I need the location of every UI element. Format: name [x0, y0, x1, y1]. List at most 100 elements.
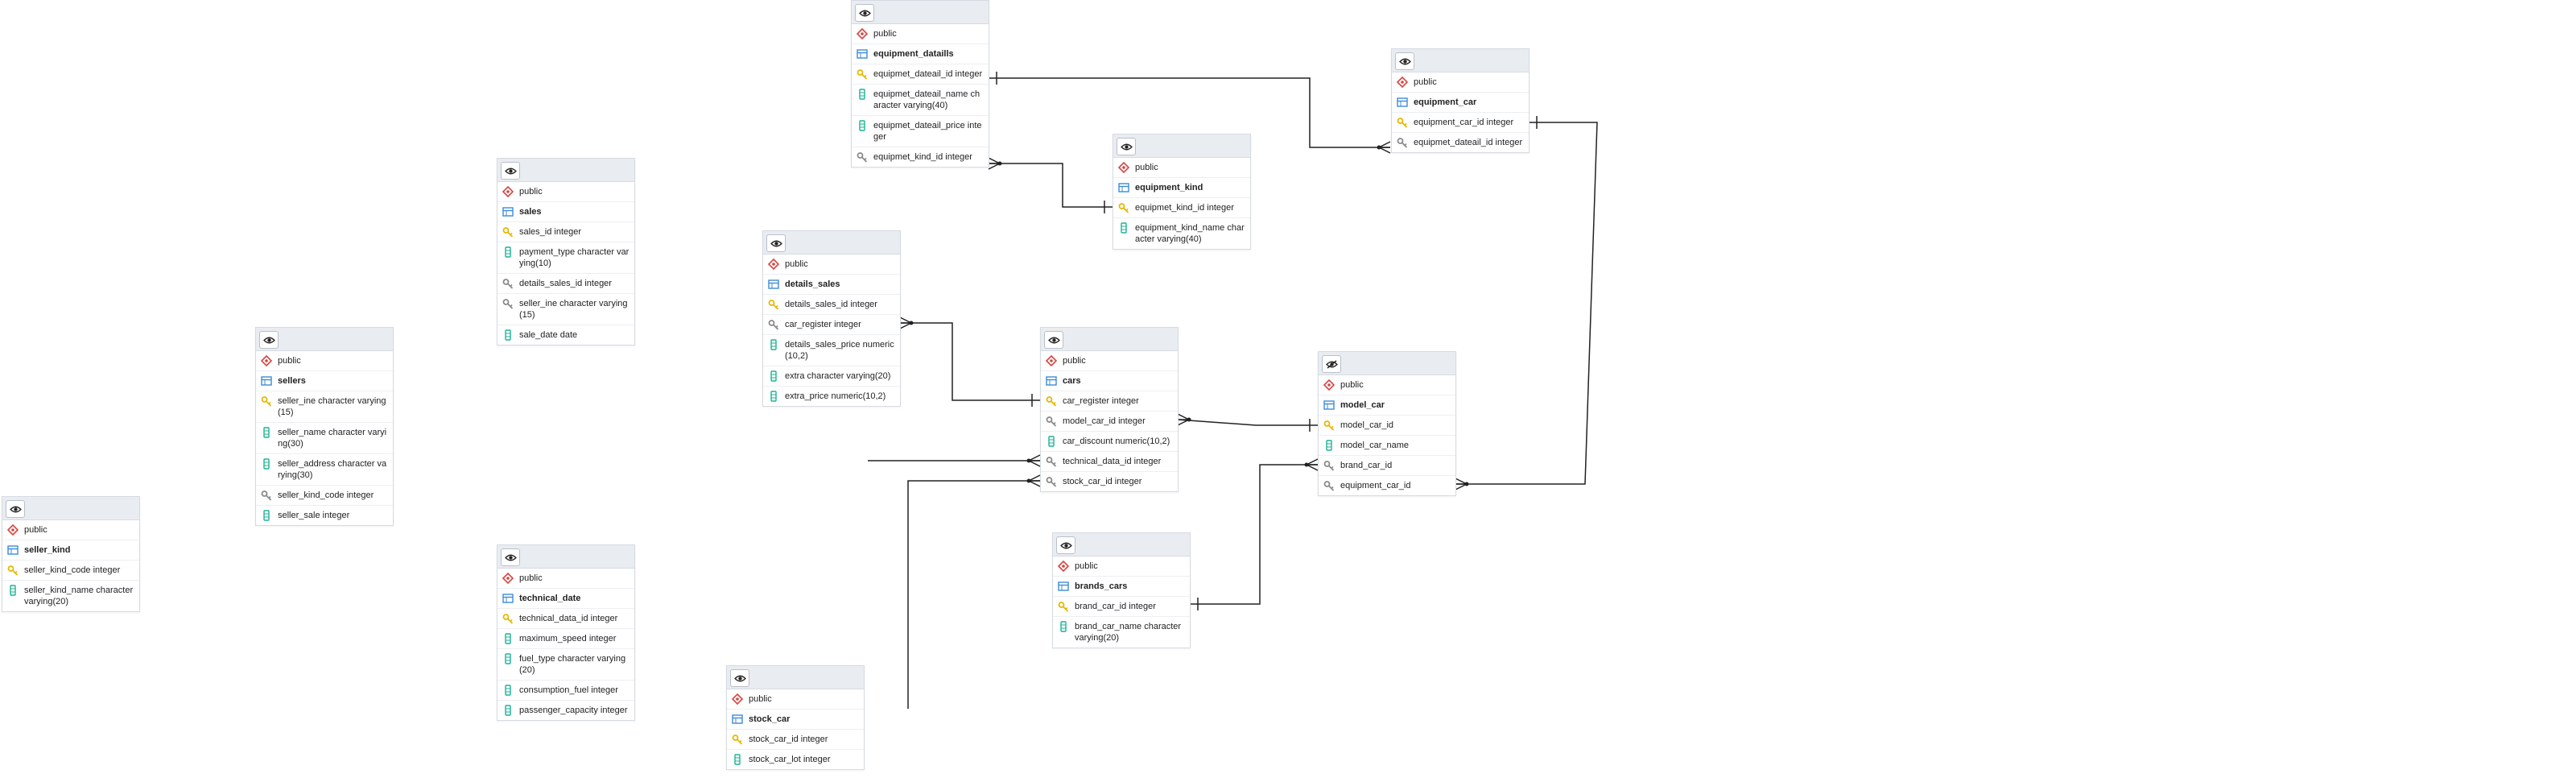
- column-name: seller_kind_code integer: [24, 565, 121, 575]
- table-name: details_sales: [785, 279, 840, 289]
- column-row[interactable]: model_car_id integer: [1041, 412, 1178, 432]
- column-row[interactable]: details_sales_id integer: [763, 295, 900, 315]
- column-row[interactable]: technical_data_id integer: [1041, 452, 1178, 472]
- foreign-key-icon: [1046, 456, 1057, 467]
- table-header: [1319, 352, 1455, 375]
- column-row[interactable]: seller_name character varying(30): [256, 423, 393, 454]
- table-name: cars: [1063, 376, 1081, 386]
- eye-icon[interactable]: [1044, 331, 1063, 349]
- column-row[interactable]: car_discount numeric(10,2): [1041, 432, 1178, 452]
- column-row[interactable]: car_register integer: [1041, 391, 1178, 412]
- table-sellers[interactable]: public sellers seller_ine character vary…: [255, 327, 394, 526]
- table-seller-kind[interactable]: public seller_kind seller_kind_code inte…: [2, 496, 140, 612]
- column-row[interactable]: maximum_speed integer: [497, 629, 634, 649]
- many-marker: [988, 157, 1002, 170]
- eye-icon[interactable]: [1117, 138, 1136, 155]
- eye-icon[interactable]: [6, 500, 25, 518]
- column-row[interactable]: stock_car_id integer: [727, 730, 864, 750]
- primary-key-icon: [502, 226, 514, 238]
- column-row[interactable]: equipment_kind_name character varying(40…: [1113, 218, 1250, 249]
- schema-row: public: [1319, 375, 1455, 395]
- column-row[interactable]: consumption_fuel integer: [497, 681, 634, 701]
- column-row[interactable]: details_sales_price numeric(10,2): [763, 335, 900, 366]
- column-row[interactable]: equipmet_dateail_name character varying(…: [852, 85, 989, 116]
- schema-row: public: [727, 689, 864, 710]
- column-row[interactable]: sale_date date: [497, 325, 634, 345]
- many-marker: [1177, 413, 1191, 426]
- column-row[interactable]: passenger_capacity integer: [497, 701, 634, 720]
- table-details-sales[interactable]: public details_sales details_sales_id in…: [762, 230, 901, 407]
- column-row[interactable]: seller_sale integer: [256, 506, 393, 525]
- primary-key-icon: [1118, 202, 1129, 213]
- column-row[interactable]: model_car_id: [1319, 416, 1455, 436]
- column-row[interactable]: equipmet_dateail_id integer: [1392, 133, 1529, 152]
- eye-icon[interactable]: [1056, 536, 1075, 554]
- column-icon: [768, 339, 779, 350]
- column-row[interactable]: details_sales_id integer: [497, 274, 634, 294]
- table-model-car[interactable]: public model_car model_car_id model_car_n…: [1318, 351, 1456, 496]
- table-name-row: details_sales: [763, 275, 900, 295]
- column-row[interactable]: extra character varying(20): [763, 366, 900, 387]
- eye-icon[interactable]: [259, 331, 279, 349]
- column-row[interactable]: equipment_car_id: [1319, 476, 1455, 495]
- column-row[interactable]: equipmet_dateail_price integer: [852, 116, 989, 147]
- table-equipment-kind[interactable]: public equipment_kind equipmet_kind_id i…: [1113, 134, 1251, 250]
- table-name: equipment_kind: [1135, 183, 1203, 192]
- many-marker: [899, 317, 914, 329]
- column-row[interactable]: payment_type character varying(10): [497, 242, 634, 274]
- table-technical-date[interactable]: public technical_date technical_data_id …: [497, 544, 635, 721]
- column-row[interactable]: model_car_name: [1319, 436, 1455, 456]
- table-equipment-car[interactable]: public equipment_car equipment_car_id in…: [1391, 48, 1530, 153]
- column-row[interactable]: brand_car_id integer: [1053, 597, 1190, 617]
- column-name: details_sales_id integer: [785, 300, 877, 309]
- column-row[interactable]: seller_kind_name character varying(20): [2, 581, 139, 611]
- column-row[interactable]: seller_kind_code integer: [256, 486, 393, 506]
- schema-icon: [1118, 162, 1129, 173]
- column-icon: [1046, 436, 1057, 447]
- column-row[interactable]: fuel_type character varying(20): [497, 649, 634, 681]
- foreign-key-icon: [502, 298, 514, 309]
- column-row[interactable]: technical_data_id integer: [497, 609, 634, 629]
- column-name: model_car_name: [1340, 441, 1409, 450]
- primary-key-icon: [1323, 420, 1335, 431]
- foreign-key-icon: [1323, 460, 1335, 471]
- table-name-row: model_car: [1319, 395, 1455, 416]
- column-row[interactable]: equipmet_kind_id integer: [1113, 198, 1250, 218]
- table-header: [497, 159, 634, 182]
- column-row[interactable]: equipment_car_id integer: [1392, 113, 1529, 133]
- column-row[interactable]: seller_kind_code integer: [2, 561, 139, 581]
- table-equipment-dataills[interactable]: public equipment_dataills equipmet_datea…: [851, 0, 989, 168]
- eye-icon[interactable]: [855, 4, 874, 22]
- column-row[interactable]: sales_id integer: [497, 222, 634, 242]
- table-icon: [1397, 97, 1408, 108]
- column-row[interactable]: stock_car_lot integer: [727, 750, 864, 769]
- schema-row: public: [256, 351, 393, 371]
- eye-icon[interactable]: [501, 162, 520, 180]
- column-row[interactable]: seller_ine character varying(15): [497, 294, 634, 325]
- eye-icon[interactable]: [730, 669, 749, 687]
- eye-off-icon[interactable]: [1322, 355, 1341, 373]
- column-row[interactable]: equipmet_dateail_id integer: [852, 64, 989, 85]
- column-row[interactable]: seller_ine character varying(15): [256, 391, 393, 423]
- many-marker: [1377, 141, 1391, 154]
- eye-icon[interactable]: [766, 234, 786, 252]
- column-row[interactable]: extra_price numeric(10,2): [763, 387, 900, 406]
- column-row[interactable]: stock_car_id integer: [1041, 472, 1178, 491]
- schema-icon: [502, 573, 514, 584]
- column-name: sales_id integer: [519, 227, 582, 237]
- table-icon: [261, 375, 272, 387]
- column-row[interactable]: brand_car_id: [1319, 456, 1455, 476]
- column-name: passenger_capacity integer: [519, 706, 628, 715]
- eye-icon[interactable]: [501, 548, 520, 566]
- table-header: [256, 328, 393, 351]
- column-row[interactable]: seller_address character varying(30): [256, 454, 393, 486]
- relation-line: [989, 163, 1113, 208]
- column-row[interactable]: equipmet_kind_id integer: [852, 147, 989, 167]
- column-row[interactable]: car_register integer: [763, 315, 900, 335]
- eye-icon[interactable]: [1395, 52, 1414, 70]
- column-row[interactable]: brand_car_name character varying(20): [1053, 617, 1190, 648]
